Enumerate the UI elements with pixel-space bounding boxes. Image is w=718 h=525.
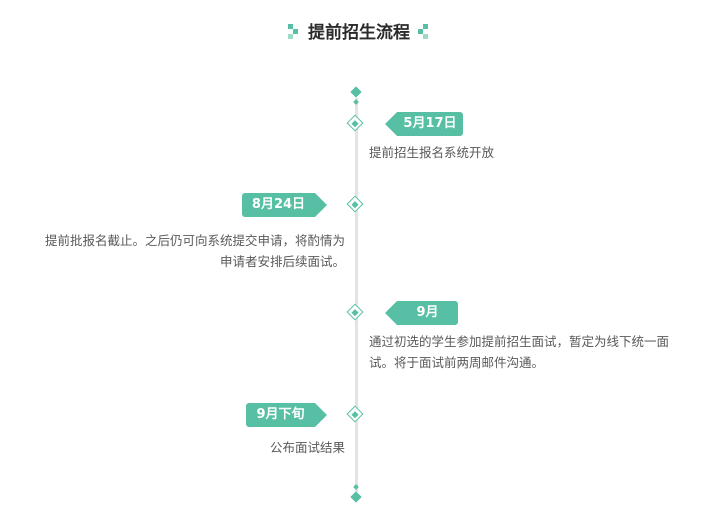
event-description-line: 申请者安排后续面试。 [219, 254, 345, 269]
event-description: 提前招生报名系统开放 [369, 142, 699, 163]
event-description-line: 提前招生报名系统开放 [369, 145, 495, 160]
event-date-tag: 9月 [385, 301, 458, 325]
page-title-group: 提前招生流程 [288, 18, 430, 43]
event-description-line: 公布面试结果 [269, 440, 345, 455]
event-description-line: 试。将于面试前两周邮件沟通。 [369, 355, 545, 370]
header: 提前招生流程 [0, 18, 718, 43]
event-description-line: 提前批报名截止。之后仍可向系统提交申请，将酌情为 [44, 233, 345, 248]
event-description: 公布面试结果 [10, 437, 345, 458]
event-description: 提前批报名截止。之后仍可向系统提交申请，将酌情为 申请者安排后续面试。 [10, 230, 345, 272]
title-decoration-right-icon [418, 23, 430, 39]
timeline-end-diamond-icon [350, 491, 362, 503]
title-decoration-left-icon [288, 23, 300, 39]
page-title: 提前招生流程 [308, 23, 410, 43]
timeline-node-icon [346, 114, 364, 132]
timeline-node-icon [346, 303, 364, 321]
event-description-line: 通过初选的学生参加提前招生面试，暂定为线下统一面 [369, 334, 670, 349]
event-date-tag: 5月17日 [385, 112, 463, 136]
event-date-tag: 8月24日 [242, 193, 327, 217]
timeline-node-icon [346, 405, 364, 423]
timeline-axis [355, 98, 358, 492]
event-description: 通过初选的学生参加提前招生面试，暂定为线下统一面 试。将于面试前两周邮件沟通。 [369, 331, 704, 373]
timeline-node-icon [346, 195, 364, 213]
timeline-start-diamond-icon [350, 86, 362, 98]
event-date-tag: 9月下旬 [246, 403, 327, 427]
